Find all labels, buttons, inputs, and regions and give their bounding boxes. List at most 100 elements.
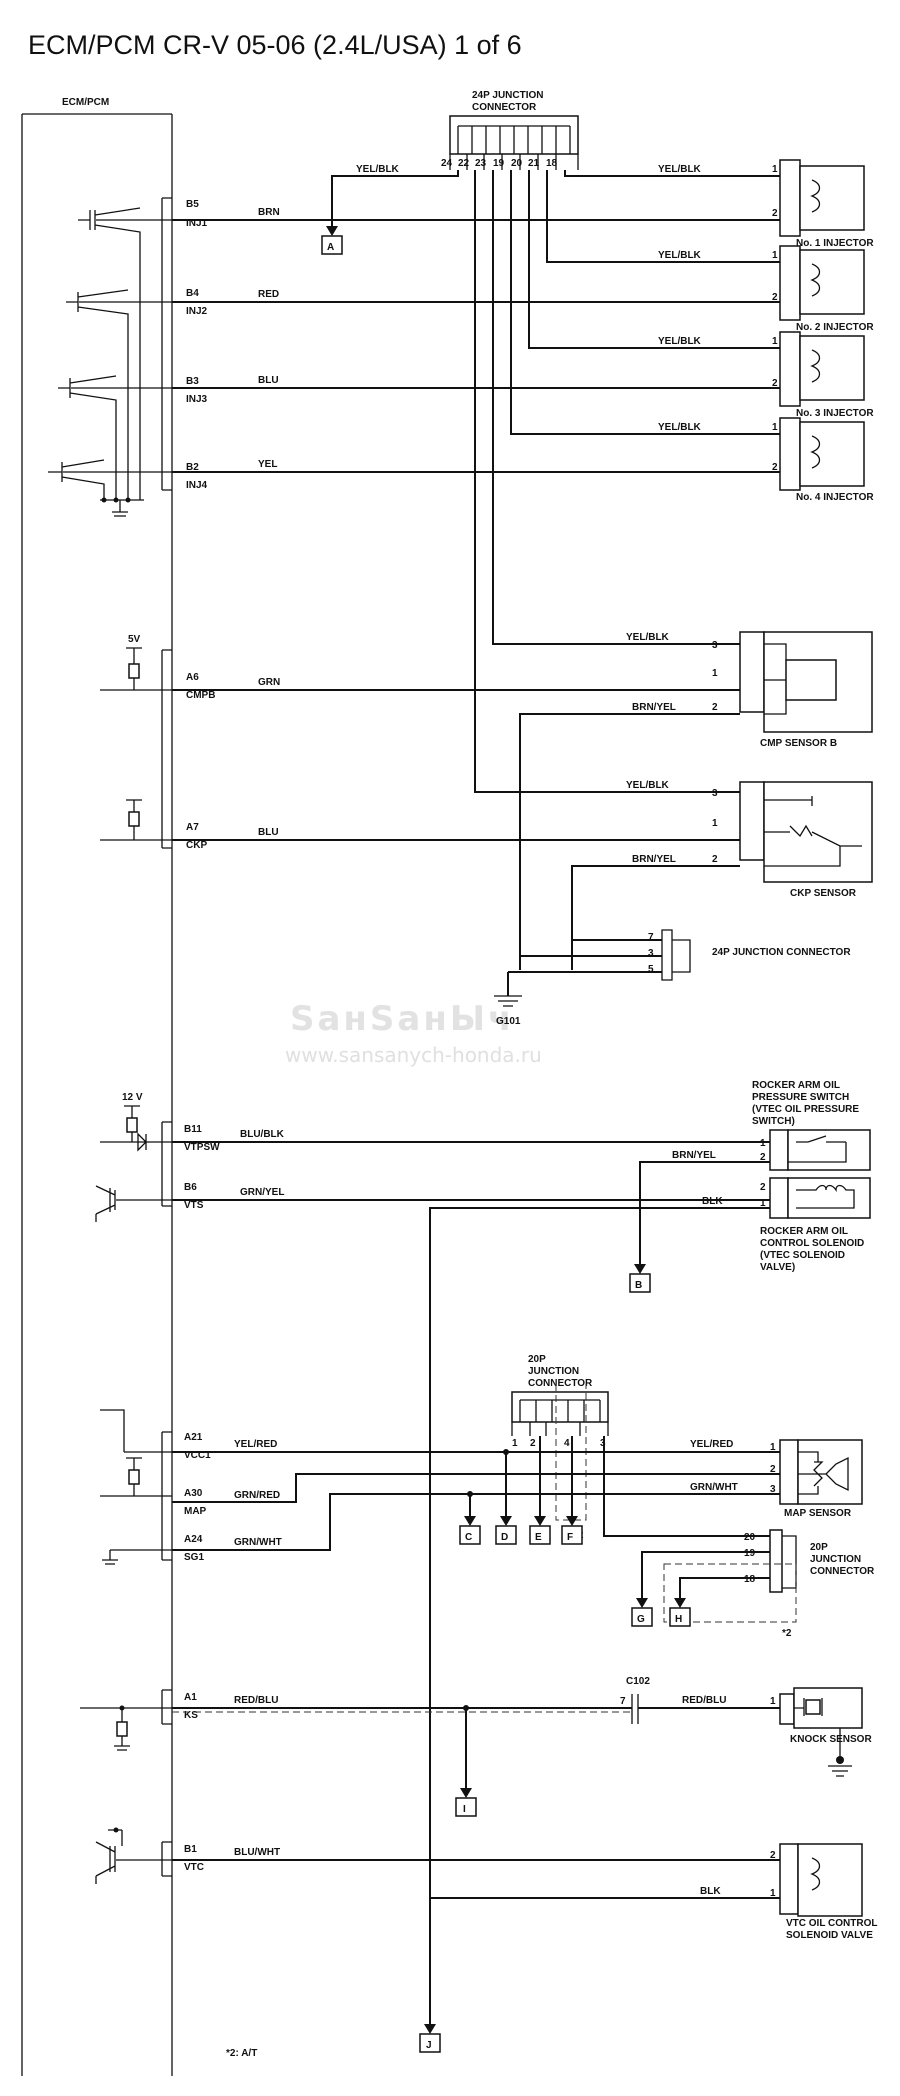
- svg-text:2: 2: [760, 1152, 766, 1163]
- watermark-brand: SанSанЫч: [290, 999, 514, 1039]
- svg-text:MAP: MAP: [184, 1506, 207, 1517]
- svg-text:BLK: BLK: [700, 1886, 721, 1897]
- refs-cdef: C D E F: [459, 1516, 583, 1545]
- svg-text:5: 5: [648, 964, 654, 975]
- svg-text:A30: A30: [184, 1488, 203, 1499]
- svg-text:No. 1 INJECTOR: No. 1 INJECTOR: [796, 238, 874, 249]
- svg-text:GRN: GRN: [258, 677, 280, 688]
- svg-text:KS: KS: [184, 1710, 198, 1721]
- svg-text:2: 2: [712, 702, 718, 713]
- svg-text:1: 1: [760, 1138, 766, 1149]
- svg-text:SG1: SG1: [184, 1552, 204, 1563]
- svg-text:CKP: CKP: [186, 840, 207, 851]
- svg-text:*2: *2: [782, 1628, 792, 1639]
- svg-text:20: 20: [744, 1532, 756, 1543]
- svg-text:No. 4 INJECTOR: No. 4 INJECTOR: [796, 492, 874, 503]
- dash-at-right: [663, 1563, 797, 1623]
- svg-text:B1: B1: [184, 1844, 197, 1855]
- svg-text:KNOCK SENSOR: KNOCK SENSOR: [790, 1734, 872, 1745]
- svg-text:CKP SENSOR: CKP SENSOR: [790, 888, 857, 899]
- svg-text:INJ3: INJ3: [186, 394, 208, 405]
- svg-text:1: 1: [712, 818, 718, 829]
- svg-text:4: 4: [564, 1438, 570, 1449]
- svg-text:YEL/BLK: YEL/BLK: [658, 336, 702, 347]
- ref-j: [419, 2033, 441, 2053]
- svg-text:2: 2: [772, 378, 778, 389]
- junction-24p-ground: 7 3 5 24P JUNCTION CONNECTOR: [648, 929, 851, 981]
- ground-g101: G101: [494, 995, 522, 1027]
- svg-text:7: 7: [620, 1696, 626, 1707]
- svg-text:1: 1: [772, 422, 778, 433]
- svg-text:GRN/RED: GRN/RED: [234, 1490, 280, 1501]
- wire-label: BLU: [258, 375, 279, 386]
- vts-driver: [95, 1185, 172, 1222]
- svg-text:1: 1: [772, 336, 778, 347]
- ref-b: [629, 1273, 651, 1293]
- svg-text:1: 1: [770, 1888, 776, 1899]
- svg-text:INJ4: INJ4: [186, 480, 208, 491]
- svg-text:1: 1: [712, 668, 718, 679]
- rocker-pressure-switch: ROCKER ARM OIL PRESSURE SWITCH (VTEC OIL…: [752, 1080, 871, 1171]
- svg-text:19: 19: [744, 1548, 756, 1559]
- svg-text:B6: B6: [184, 1182, 197, 1193]
- svg-text:3: 3: [648, 948, 654, 959]
- svg-text:VTC OIL CONTROL: VTC OIL CONTROL: [786, 1918, 877, 1929]
- svg-text:YEL/BLK: YEL/BLK: [658, 164, 702, 175]
- wire-cmp-pwr: [492, 170, 740, 645]
- svg-text:3: 3: [712, 640, 718, 651]
- svg-text:2: 2: [530, 1438, 536, 1449]
- junction-24p-top: 24P JUNCTION CONNECTOR 24 22 23 19 20 21…: [441, 90, 579, 170]
- ckp-sensor: 312 CKP SENSOR: [712, 781, 873, 899]
- wire-cmp-gnd: [519, 713, 740, 970]
- vtc-driver: [95, 1827, 172, 1884]
- wire-label: BRN: [258, 207, 280, 218]
- svg-text:YEL/BLK: YEL/BLK: [626, 780, 670, 791]
- svg-text:INJ2: INJ2: [186, 306, 208, 317]
- knock-sensor: 1 KNOCK SENSOR: [770, 1687, 872, 1777]
- svg-text:D: D: [501, 1532, 508, 1543]
- cmp-sensor: 3 1 2 CMP SENSOR B: [712, 631, 873, 749]
- svg-text:24P JUNCTION CONNECTOR: 24P JUNCTION CONNECTOR: [712, 947, 851, 958]
- ckp-input: [100, 799, 172, 841]
- svg-text:J: J: [426, 2040, 432, 2051]
- svg-text:JUNCTION: JUNCTION: [810, 1554, 861, 1565]
- svg-text:2: 2: [770, 1850, 776, 1861]
- wire-jc3-right: [603, 1436, 770, 1537]
- svg-text:A1: A1: [184, 1692, 197, 1703]
- rocker-control-solenoid: 21 ROCKER ARM OIL CONTROL SOLENOID (VTEC…: [760, 1177, 871, 1273]
- svg-text:20P: 20P: [528, 1354, 546, 1365]
- svg-text:24P JUNCTION: 24P JUNCTION: [472, 90, 544, 101]
- svg-text:VTS: VTS: [184, 1200, 204, 1211]
- svg-text:YEL/BLK: YEL/BLK: [626, 632, 670, 643]
- svg-text:H: H: [675, 1614, 682, 1625]
- svg-text:CMP SENSOR B: CMP SENSOR B: [760, 738, 837, 749]
- svg-text:A24: A24: [184, 1534, 203, 1545]
- svg-text:BLU/BLK: BLU/BLK: [240, 1129, 285, 1140]
- svg-text:CONNECTOR: CONNECTOR: [810, 1566, 875, 1577]
- svg-text:18: 18: [744, 1574, 756, 1585]
- svg-text:CONNECTOR: CONNECTOR: [472, 102, 537, 113]
- ref-a: [321, 235, 343, 255]
- svg-text:20P: 20P: [810, 1542, 828, 1553]
- svg-text:SWITCH): SWITCH): [752, 1116, 795, 1127]
- svg-text:F: F: [567, 1532, 573, 1543]
- svg-text:G101: G101: [496, 1016, 521, 1027]
- wire-label: YEL: [258, 459, 277, 470]
- ecm-bracket-sensor: [161, 649, 172, 849]
- svg-text:SOLENOID VALVE: SOLENOID VALVE: [786, 1930, 873, 1941]
- wire-inj2-pwr: [546, 170, 780, 263]
- svg-text:12 V: 12 V: [122, 1092, 143, 1103]
- svg-text:22: 22: [458, 158, 470, 169]
- svg-text:1: 1: [772, 164, 778, 175]
- svg-text:7: 7: [648, 932, 654, 943]
- wire-sg1: [172, 1493, 780, 1551]
- svg-text:C102: C102: [626, 1676, 650, 1687]
- svg-text:INJ1: INJ1: [186, 218, 208, 229]
- svg-text:20: 20: [511, 158, 523, 169]
- svg-text:CONTROL SOLENOID: CONTROL SOLENOID: [760, 1238, 864, 1249]
- svg-text:B: B: [635, 1280, 642, 1291]
- svg-text:BLU/WHT: BLU/WHT: [234, 1847, 280, 1858]
- svg-text:B3: B3: [186, 376, 199, 387]
- wire-jc5: [507, 956, 662, 996]
